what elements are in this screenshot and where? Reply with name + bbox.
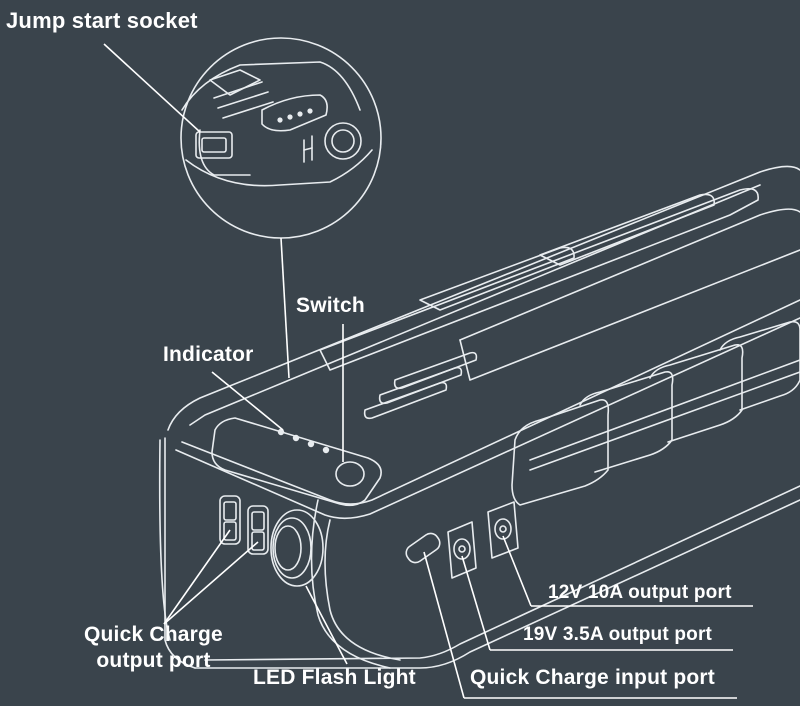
12v-leader (502, 535, 753, 607)
magnify-connector (280, 237, 290, 379)
jump-start-socket (195, 131, 233, 159)
led-flash-light-label: LED Flash Light (253, 666, 416, 689)
indicator-leader (211, 371, 284, 431)
qc-output-leader-1 (163, 529, 231, 625)
indicator-lights (277, 428, 330, 454)
output-port-12v (487, 501, 519, 559)
output-12v-label: 12V 10A output port (548, 582, 732, 603)
power-switch (335, 461, 365, 487)
callout-lines (103, 43, 753, 699)
quick-charge-output-label: Quick Charge output port (84, 622, 223, 674)
quick-charge-input-port (405, 532, 441, 564)
led-leader (305, 585, 348, 665)
output-19v-label: 19V 3.5A output port (523, 624, 713, 645)
device-body (158, 165, 800, 669)
switch-label: Switch (296, 294, 365, 317)
magnified-led (324, 122, 362, 160)
quick-charge-output-label-line1: Quick Charge (84, 623, 223, 646)
qc-input-leader (423, 551, 737, 699)
quick-charge-input-label: Quick Charge input port (470, 666, 715, 689)
magnified-indicator-dots (277, 108, 313, 123)
jump-start-socket-label: Jump start socket (6, 8, 198, 33)
quick-charge-output-label-line2: output port (96, 649, 211, 672)
led-flash-light (270, 509, 324, 587)
indicator-label: Indicator (163, 343, 254, 366)
output-port-19v (447, 521, 477, 579)
qc-output-leader-2 (163, 541, 259, 625)
19v-leader (461, 555, 733, 651)
magnified-switch-grip (303, 135, 313, 163)
jump-start-leader (103, 43, 201, 133)
quick-charge-output-port (219, 495, 269, 555)
